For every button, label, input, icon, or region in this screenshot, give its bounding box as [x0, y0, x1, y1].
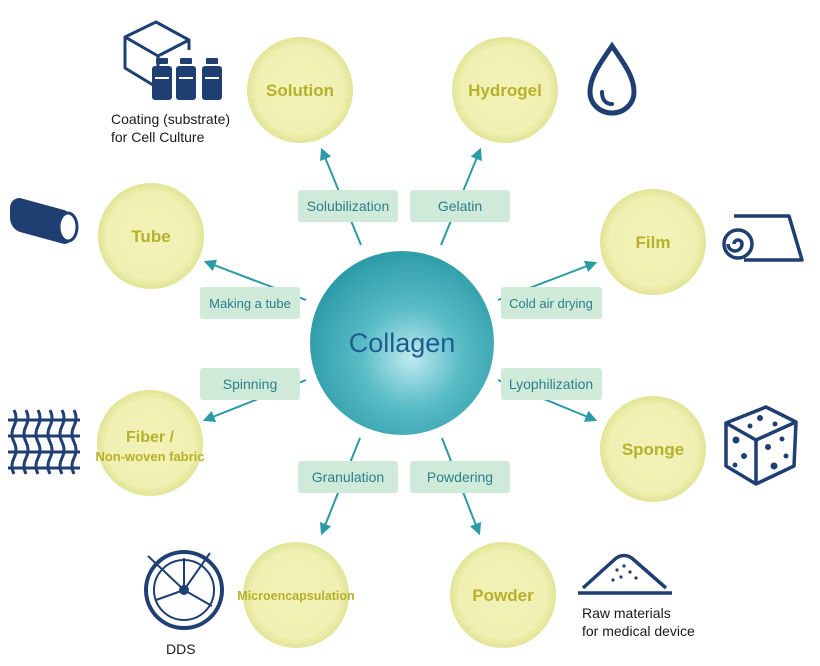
process-box-gelatin [410, 190, 510, 222]
tube-icon [10, 198, 79, 244]
powder-pile-icon [578, 553, 672, 595]
process-box-cold-air-drying [501, 287, 602, 319]
node-label-tube: Tube [131, 227, 170, 246]
process-box-spinning [200, 368, 300, 400]
node-hydrogel [452, 37, 558, 143]
node-label-fiber-line1: Fiber / [126, 429, 175, 446]
node-tube [98, 183, 204, 289]
node-label-solution: Solution [266, 81, 334, 100]
caption-dds: DDS [166, 641, 196, 657]
node-label-fiber-line2: Non-woven fabric [95, 449, 204, 464]
node-label-film: Film [636, 233, 671, 252]
node-film [600, 189, 706, 295]
caption-raw-materials-line2: for medical device [582, 623, 695, 639]
process-label-cold-air-drying: Cold air drying [509, 296, 593, 311]
water-drop-icon [587, 41, 637, 116]
process-label-making-a-tube: Making a tube [209, 296, 291, 311]
process-label-solubilization: Solubilization [307, 198, 390, 214]
node-label-microencapsulation: Microencapsulation [237, 589, 354, 603]
process-labels: Solubilization Gelatin Making a tube Col… [200, 190, 602, 493]
process-box-lyophilization [501, 368, 602, 400]
process-label-gelatin: Gelatin [438, 198, 482, 214]
caption-raw-materials-line1: Raw materials [582, 605, 671, 621]
process-box-granulation [298, 461, 398, 493]
process-label-spinning: Spinning [223, 376, 278, 392]
film-roll-icon [722, 214, 804, 262]
collagen-center [310, 251, 494, 435]
process-box-powdering [410, 461, 510, 493]
node-sponge [600, 396, 706, 502]
node-solution [247, 37, 353, 143]
sponge-cube-icon [724, 405, 798, 486]
node-fiber [97, 390, 203, 496]
node-label-sponge: Sponge [622, 440, 684, 459]
product-nodes: Solution Hydrogel Tube Film Fiber / Non-… [95, 37, 706, 648]
process-label-powdering: Powdering [427, 469, 493, 485]
node-label-powder: Powder [472, 586, 534, 605]
process-box-solubilization [298, 190, 398, 222]
mesh-fabric-icon [8, 409, 80, 475]
caption-cell-culture-line2: for Cell Culture [111, 129, 205, 145]
process-box-making-a-tube [200, 287, 300, 319]
node-label-hydrogel: Hydrogel [468, 81, 542, 100]
node-microencapsulation [243, 542, 349, 648]
node-powder [450, 542, 556, 648]
cell-culture-bottles-icon [123, 20, 222, 100]
caption-cell-culture-line1: Coating (substrate) [111, 111, 231, 127]
microcapsule-icon [144, 550, 224, 630]
center-label: Collagen [349, 328, 456, 358]
process-label-lyophilization: Lyophilization [509, 376, 593, 392]
process-label-granulation: Granulation [312, 469, 384, 485]
